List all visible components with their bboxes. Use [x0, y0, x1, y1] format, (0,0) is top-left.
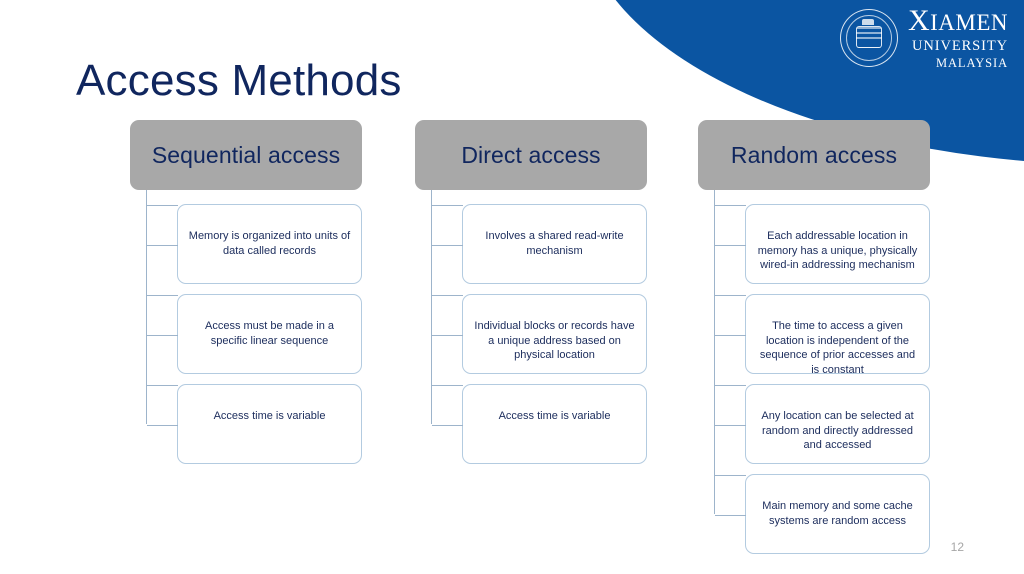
category-header-random-access[interactable]: Random access: [698, 120, 930, 190]
connector-branch: [715, 425, 746, 426]
crest-top-ornament: [861, 18, 874, 25]
detail-box[interactable]: Main memory and some cache systems are r…: [715, 474, 930, 554]
detail-box[interactable]: Any location can be selected at random a…: [715, 384, 930, 464]
detail-box-text: Access time is variable: [498, 410, 611, 422]
detail-box-text: Involves a shared read-write mechanism: [485, 230, 624, 257]
university-crest-icon: [839, 8, 898, 67]
brand-line-3: MALAYSIA: [935, 55, 1008, 70]
detail-box-text: Access time is variable: [213, 410, 326, 422]
brand-line-1: XIAMEN: [908, 6, 1008, 36]
connector-branch: [432, 425, 463, 426]
category-header-label: Sequential access: [151, 141, 341, 168]
connector-rail: [146, 190, 147, 424]
connector-branch: [715, 515, 746, 516]
detail-box-text: Memory is organized into units of data c…: [188, 230, 351, 257]
detail-box-text: Each addressable location in memory has …: [757, 230, 918, 272]
page-title: Access Methods: [76, 56, 402, 105]
category-header-label: Random access: [730, 141, 898, 168]
detail-box[interactable]: Individual blocks or records have a uniq…: [432, 294, 647, 374]
item-list: Each addressable location in memory has …: [715, 204, 930, 564]
connector-branch: [432, 335, 463, 336]
page-number: 12: [950, 540, 964, 554]
category-header-direct-access[interactable]: Direct access: [415, 120, 647, 190]
brand-line-1-rest: IAMEN: [930, 10, 1008, 35]
connector-branch: [715, 335, 746, 336]
detail-box[interactable]: Memory is organized into units of data c…: [147, 204, 362, 284]
detail-box-text: Any location can be selected at random a…: [761, 410, 914, 452]
connector-branch: [147, 425, 178, 426]
detail-box[interactable]: The time to access a given location is i…: [715, 294, 930, 376]
category-header-sequential-access[interactable]: Sequential access: [130, 120, 362, 190]
detail-box-text: The time to access a given location is i…: [759, 320, 916, 376]
detail-box[interactable]: Access time is variable: [147, 384, 362, 464]
detail-box[interactable]: Access must be made in a specific linear…: [147, 294, 362, 374]
category-header-label: Direct access: [461, 141, 601, 168]
detail-box[interactable]: Each addressable location in memory has …: [715, 204, 930, 284]
brand-logo-group: XIAMEN UNIVERSITY MALAYSIA: [839, 6, 1010, 69]
detail-box-text: Main memory and some cache systems are r…: [762, 500, 913, 527]
detail-box-text: Individual blocks or records have a uniq…: [474, 320, 635, 362]
detail-box[interactable]: Involves a shared read-write mechanism: [432, 204, 647, 284]
connector-branch: [147, 335, 178, 336]
connector-branch: [715, 245, 746, 246]
brand-line-1-cap: X: [907, 4, 931, 37]
connector-branch: [147, 245, 178, 246]
brand-line-2: UNIVERSITY: [912, 38, 1008, 54]
connector-rail: [431, 190, 432, 424]
item-list: Memory is organized into units of data c…: [147, 204, 362, 474]
connector-rail: [714, 190, 715, 514]
detail-box-text: Access must be made in a specific linear…: [204, 320, 334, 347]
detail-box[interactable]: Access time is variable: [432, 384, 647, 464]
connector-branch: [432, 245, 463, 246]
brand-wordmark: XIAMEN UNIVERSITY MALAYSIA: [908, 6, 1010, 69]
